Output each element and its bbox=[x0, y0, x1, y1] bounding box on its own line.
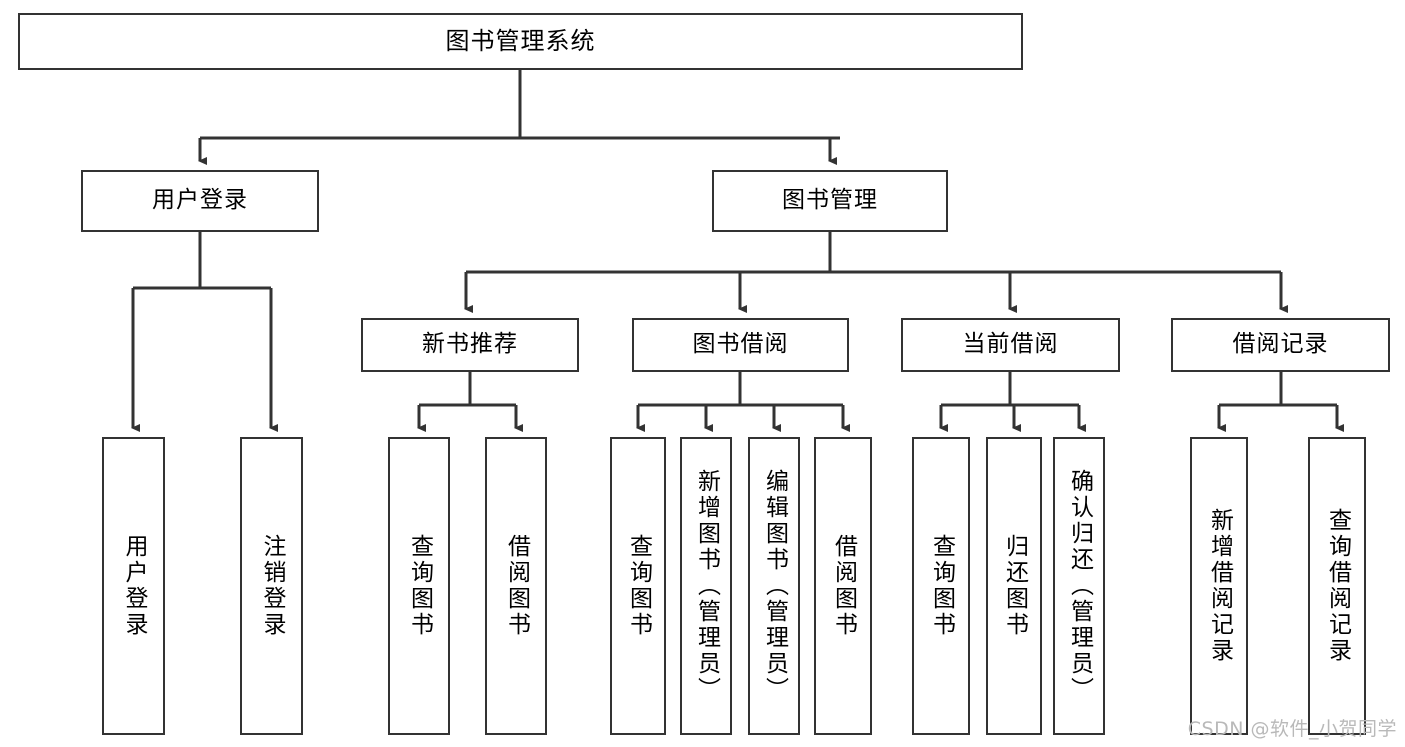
node-label: 注销登录 bbox=[259, 534, 285, 638]
node-label: 新增借阅记录 bbox=[1206, 508, 1233, 664]
node-label: 图书管理系统 bbox=[445, 27, 596, 56]
node-book-borrow[interactable]: 图书借阅 bbox=[632, 318, 849, 372]
node-leaf-query-book-2[interactable]: 查询图书 bbox=[610, 437, 666, 735]
node-label: 用户登录 bbox=[152, 187, 248, 214]
node-label: 借阅图书 bbox=[503, 534, 530, 638]
node-leaf-query-book-3[interactable]: 查询图书 bbox=[912, 437, 970, 735]
node-leaf-borrow-book-1[interactable]: 借阅图书 bbox=[485, 437, 547, 735]
node-label: 确认归还（管理员） bbox=[1066, 469, 1093, 703]
node-leaf-edit-book[interactable]: 编辑图书（管理员） bbox=[748, 437, 800, 735]
node-root[interactable]: 图书管理系统 bbox=[18, 13, 1023, 70]
node-label: 借阅记录 bbox=[1232, 331, 1329, 358]
node-leaf-logout[interactable]: 注销登录 bbox=[240, 437, 303, 735]
node-label: 查询图书 bbox=[928, 534, 955, 638]
csdn-watermark: CSDN @软件_小贺同学 bbox=[1187, 718, 1397, 740]
node-label: 新书推荐 bbox=[422, 331, 518, 358]
node-label: 归还图书 bbox=[1001, 534, 1028, 638]
node-label: 借阅图书 bbox=[830, 534, 857, 638]
node-leaf-borrow-book-2[interactable]: 借阅图书 bbox=[814, 437, 872, 735]
node-label: 编辑图书（管理员） bbox=[761, 469, 788, 703]
node-leaf-query-record[interactable]: 查询借阅记录 bbox=[1308, 437, 1366, 735]
node-leaf-confirm-return[interactable]: 确认归还（管理员） bbox=[1053, 437, 1105, 735]
node-book-manage[interactable]: 图书管理 bbox=[712, 170, 948, 232]
node-leaf-add-record[interactable]: 新增借阅记录 bbox=[1190, 437, 1248, 735]
node-label: 查询图书 bbox=[406, 534, 433, 638]
node-label: 查询借阅记录 bbox=[1324, 508, 1351, 664]
node-borrow-record[interactable]: 借阅记录 bbox=[1171, 318, 1390, 372]
node-label: 用户登录 bbox=[121, 534, 147, 638]
node-label: 图书管理 bbox=[782, 187, 878, 214]
node-label: 新增图书（管理员） bbox=[693, 469, 720, 703]
node-leaf-return-book[interactable]: 归还图书 bbox=[986, 437, 1042, 735]
node-leaf-user-login[interactable]: 用户登录 bbox=[102, 437, 165, 735]
node-leaf-add-book[interactable]: 新增图书（管理员） bbox=[680, 437, 732, 735]
node-new-book-rec[interactable]: 新书推荐 bbox=[361, 318, 579, 372]
node-current-borrow[interactable]: 当前借阅 bbox=[901, 318, 1120, 372]
node-label: 图书借阅 bbox=[692, 331, 789, 358]
node-label: 查询图书 bbox=[625, 534, 652, 638]
node-label: 当前借阅 bbox=[962, 331, 1059, 358]
node-leaf-query-book-1[interactable]: 查询图书 bbox=[388, 437, 450, 735]
node-user-login[interactable]: 用户登录 bbox=[81, 170, 319, 232]
